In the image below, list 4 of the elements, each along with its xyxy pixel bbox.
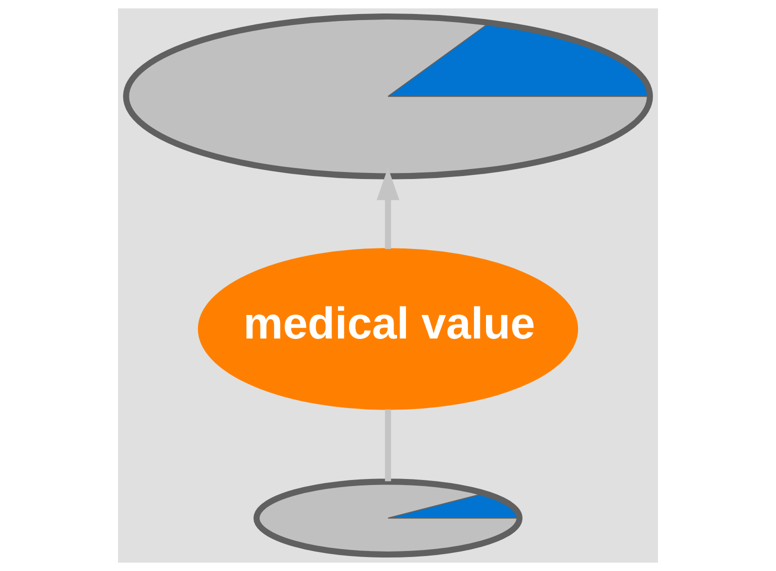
node-pie: [254, 478, 522, 558]
node-pie: [123, 13, 653, 180]
node-ellipse: medical value: [198, 248, 578, 410]
connector: [384, 409, 392, 482]
